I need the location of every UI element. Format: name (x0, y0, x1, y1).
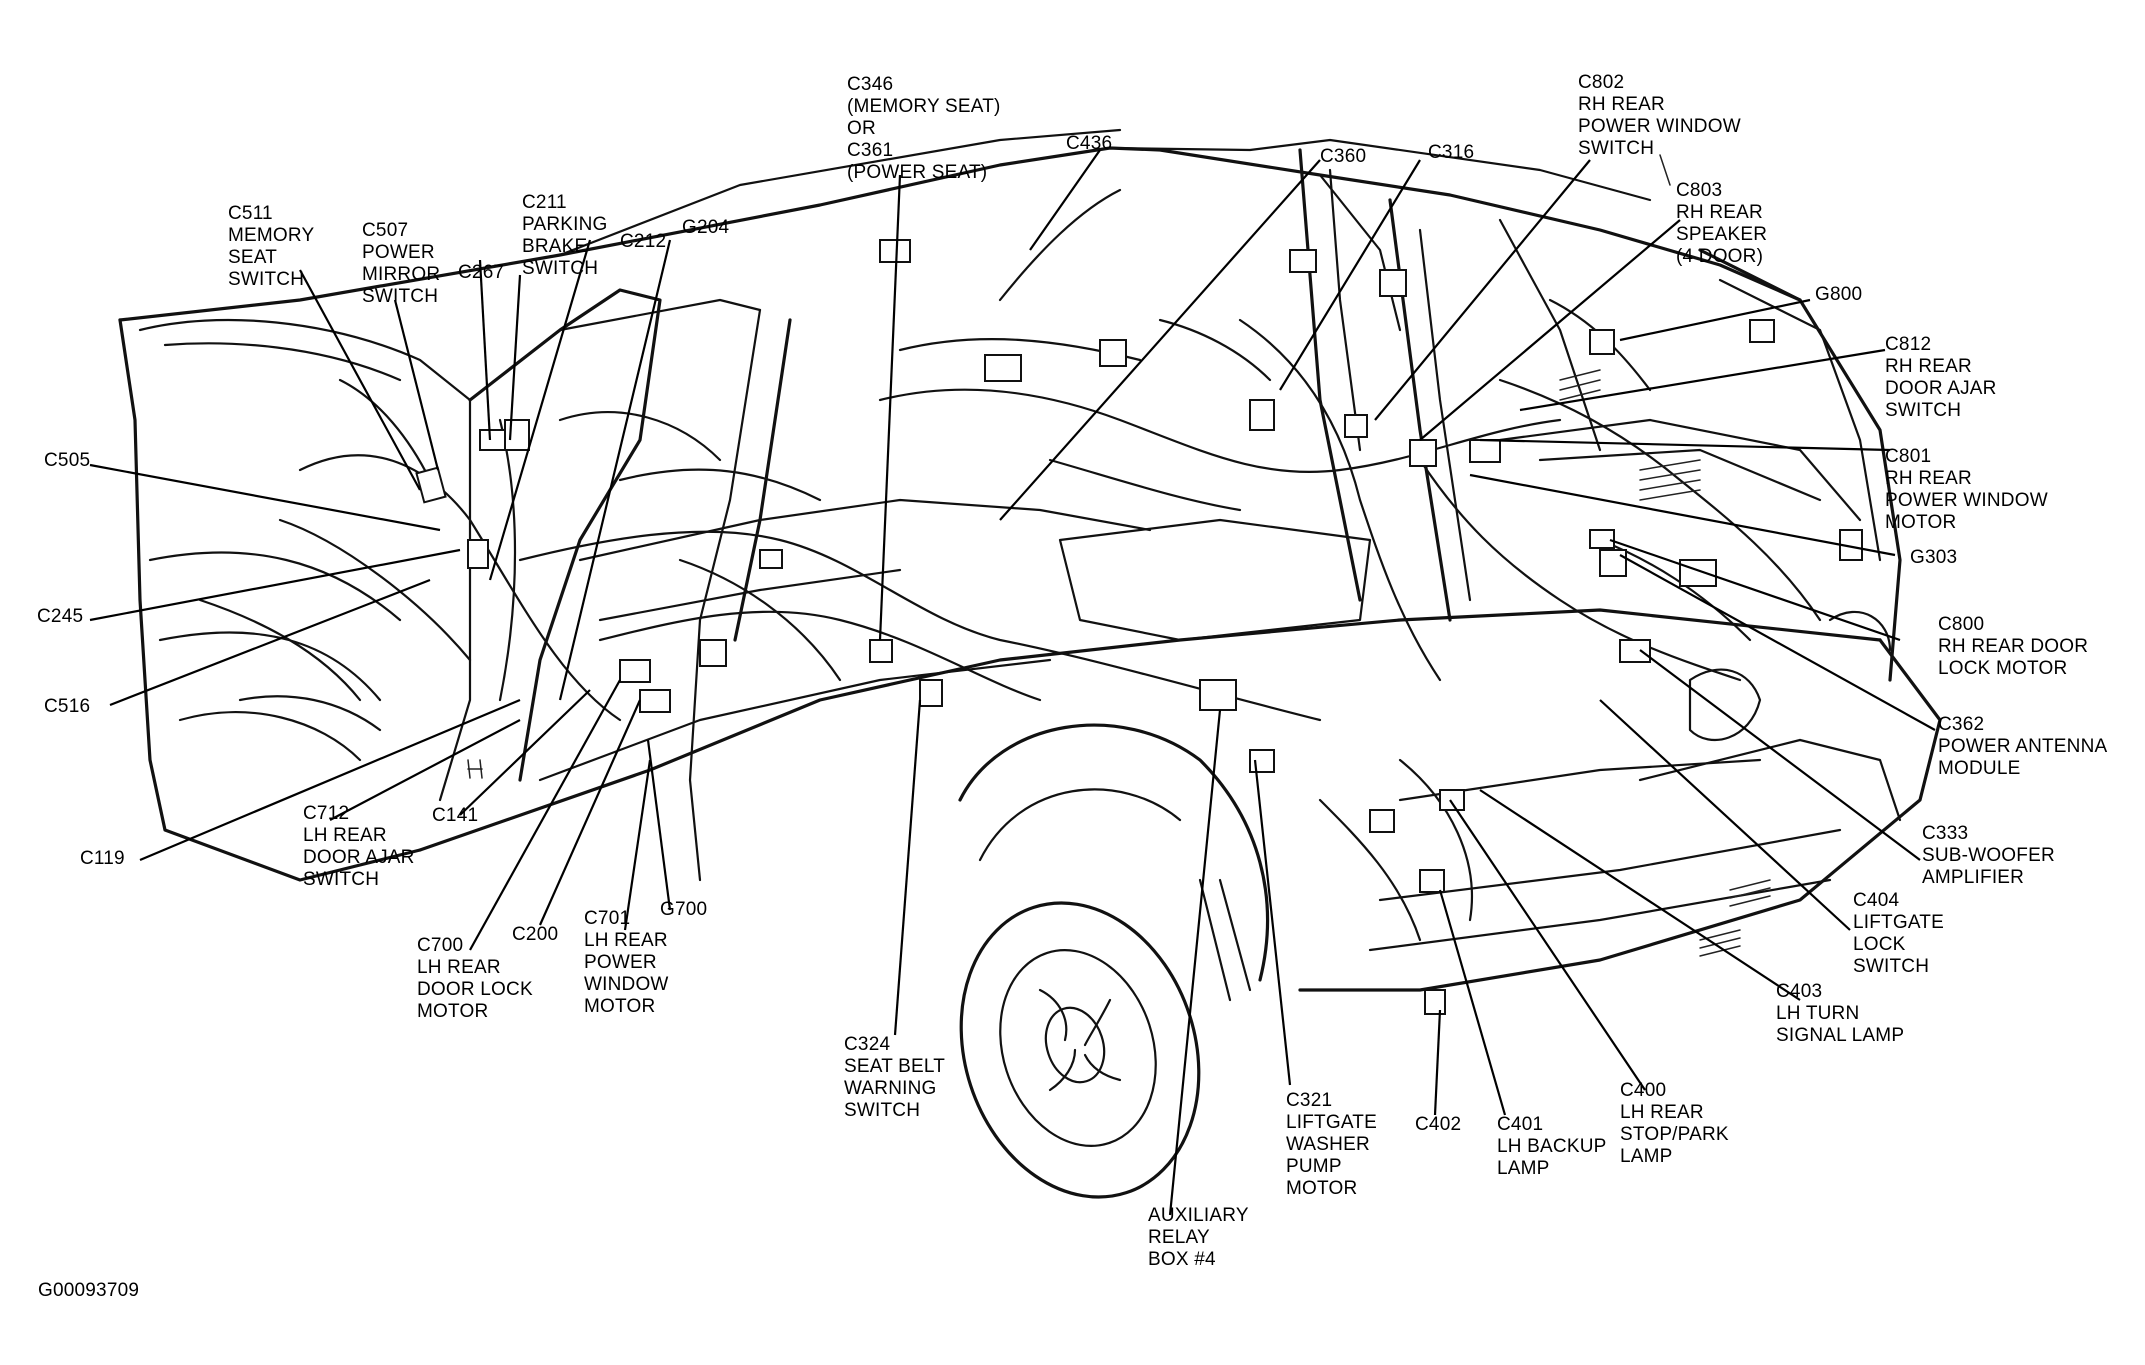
callout-g800: G800 (1815, 284, 1863, 305)
callout-c360: C360 (1320, 146, 1367, 167)
callout-g700: G700 (660, 899, 708, 920)
callout-c267: C267 (458, 262, 505, 283)
callout-c505: C505 (44, 450, 91, 471)
vehicle-body (118, 128, 1942, 1199)
callout-c245: C245 (37, 606, 84, 627)
callout-c516: C516 (44, 696, 91, 717)
callout-c316: C316 (1428, 142, 1475, 163)
figure-id: G00093709 (38, 1280, 140, 1301)
callout-g303: G303 (1910, 547, 1958, 568)
callout-g204: G204 (682, 217, 730, 238)
callout-c402: C402 (1415, 1114, 1462, 1135)
leader-lines (89, 149, 1936, 1216)
callout-c119: C119 (80, 848, 125, 869)
callout-c141: C141 (432, 805, 479, 826)
callout-c436: C436 (1066, 133, 1113, 154)
callout-c200: C200 (512, 924, 559, 945)
misc-marks (467, 154, 1701, 779)
callout-c212: C212 (620, 231, 667, 252)
connectors (415, 239, 1863, 1015)
wiring-harness (198, 188, 1822, 942)
